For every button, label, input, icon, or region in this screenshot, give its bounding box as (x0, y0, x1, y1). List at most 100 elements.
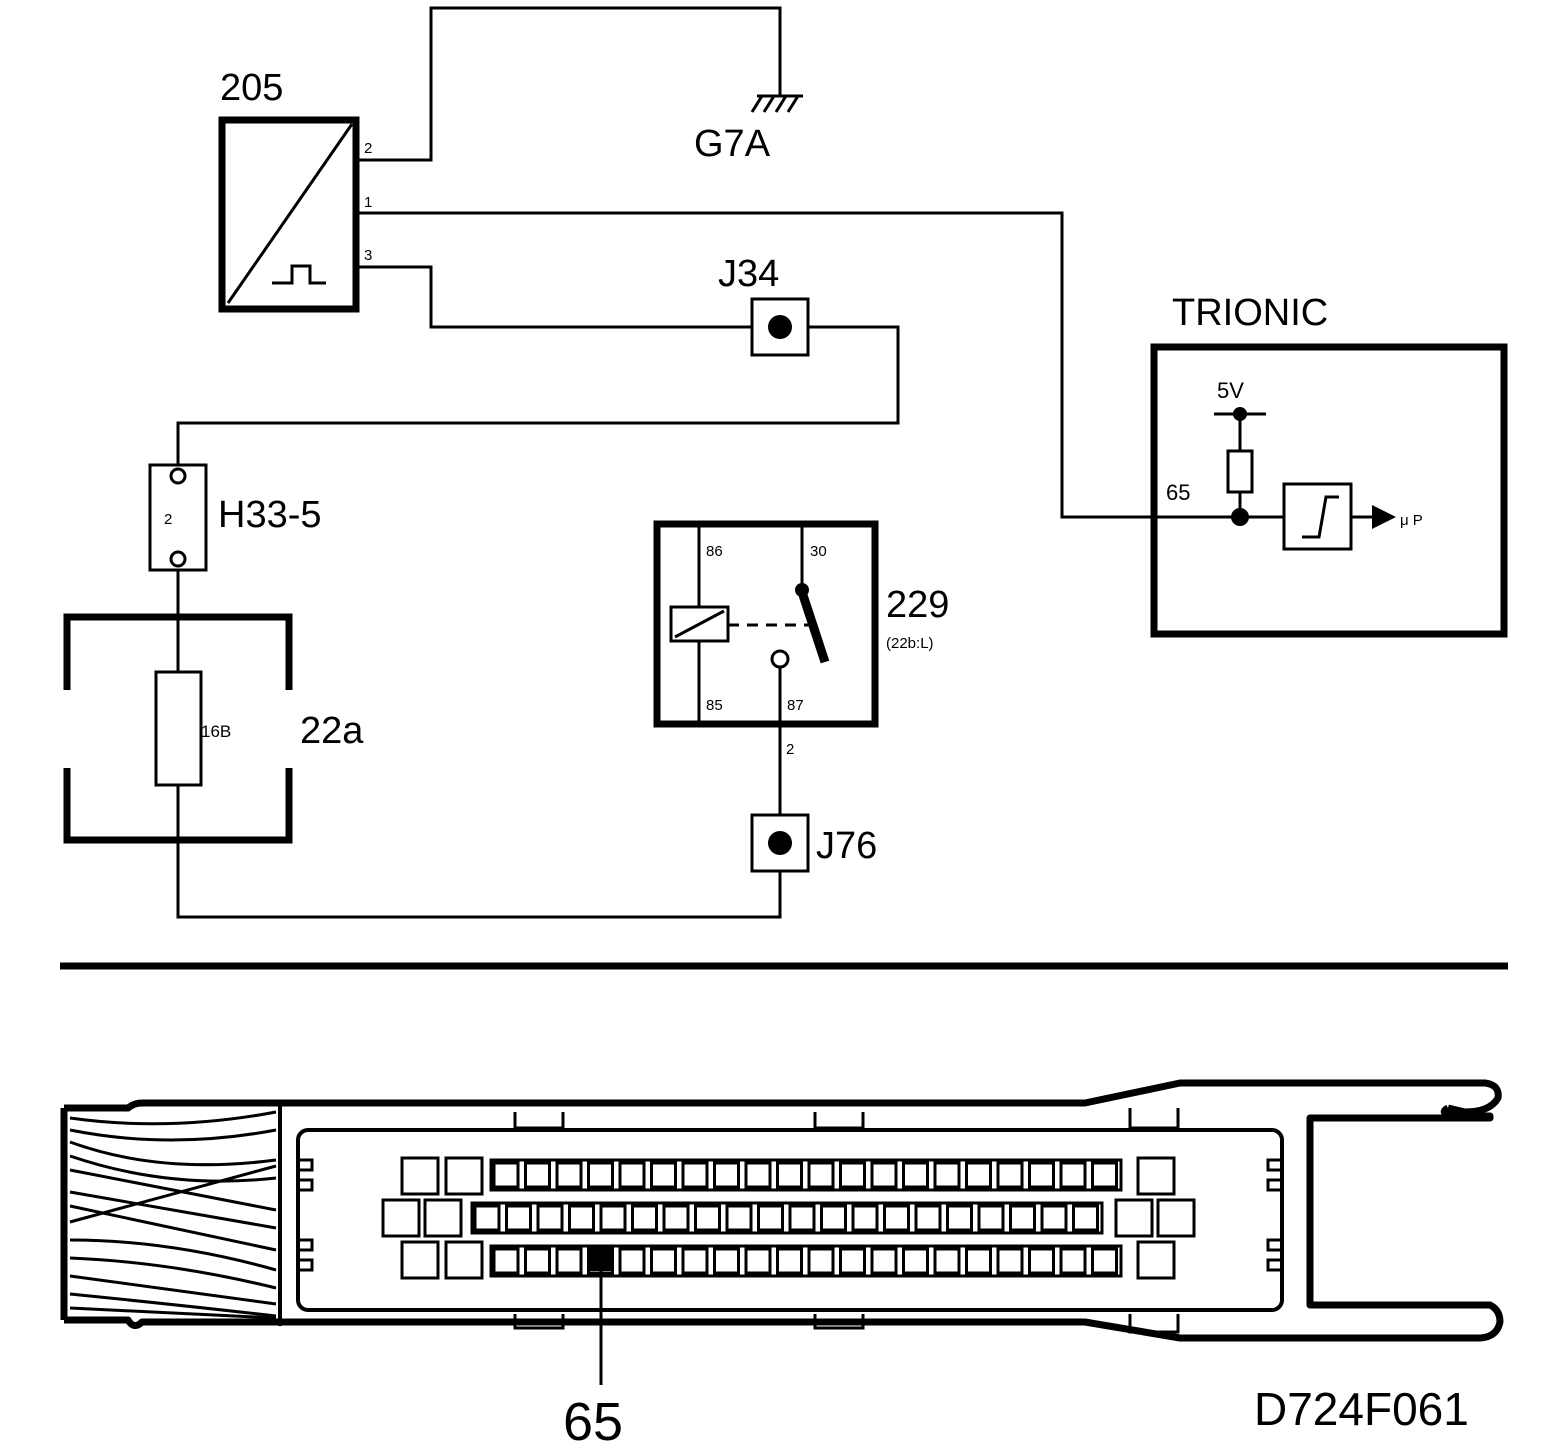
pin-cavity (662, 1204, 690, 1232)
pin-cavity (851, 1204, 879, 1232)
pin-cavity (681, 1161, 709, 1189)
pin-cavity (807, 1247, 835, 1275)
sensor-label: 205 (220, 67, 283, 109)
junction-j76-label: J76 (816, 825, 877, 867)
pin-cavity (1009, 1204, 1036, 1232)
pin-cavity (883, 1204, 910, 1232)
ground-symbol: G7A (694, 94, 803, 165)
pin-cavity (1040, 1204, 1068, 1232)
fuse-label: 16B (201, 722, 231, 741)
pin-row-frame (489, 1158, 1123, 1192)
callout-pin-label: 65 (563, 1392, 623, 1450)
pin-cavity (933, 1247, 961, 1275)
pin-cavity (914, 1204, 942, 1232)
connector-label: H33-5 (218, 494, 322, 536)
relay-out-pin: 2 (786, 741, 794, 758)
pin-cavity (996, 1247, 1024, 1275)
pin-cavity (744, 1247, 772, 1275)
connector-h33-5: 2 H33-5 (148, 463, 322, 572)
fuse-box-22a: 16B 22a (63, 613, 364, 844)
pin-cavity (870, 1247, 898, 1275)
pin-cavity (965, 1247, 992, 1275)
pin-cavity (1059, 1161, 1087, 1189)
pin-cavity (650, 1161, 677, 1189)
pin-rows (470, 1158, 1123, 1278)
pin-cavity (618, 1161, 646, 1189)
ecu-supply-label: 5V (1217, 378, 1244, 403)
pin-cavity (524, 1161, 551, 1189)
pin-cavity (555, 1247, 583, 1275)
relay-229: 86 30 85 87 2 229 (22b:L) (653, 520, 949, 758)
pin-cavity (599, 1204, 627, 1232)
pin-cavity (946, 1204, 973, 1232)
pin-cavity (902, 1161, 929, 1189)
connector-pin: 2 (164, 511, 172, 528)
pin-cavity (744, 1161, 772, 1189)
pin-cavity (820, 1204, 847, 1232)
pin-cavity (473, 1204, 501, 1232)
pin-cavity (1059, 1247, 1087, 1275)
pin-cavity (902, 1247, 929, 1275)
ecu-connector-view: 65 (60, 1079, 1504, 1450)
pin-cavity (839, 1247, 866, 1275)
pin-cavity (631, 1204, 658, 1232)
pin-cavity (1028, 1161, 1055, 1189)
pin-cavity (1091, 1247, 1118, 1275)
pin-cavity (536, 1204, 564, 1232)
pin-cavity (555, 1161, 583, 1189)
ecu-label: TRIONIC (1172, 292, 1328, 334)
ecu-pin-label: 65 (1166, 480, 1190, 505)
relay-pin-87: 87 (787, 697, 804, 714)
pin-cavity (933, 1161, 961, 1189)
ecu-trionic: TRIONIC 5V μ P 65 (1150, 292, 1508, 638)
pin-cavity (492, 1247, 520, 1275)
junction-j76: J76 (750, 813, 877, 873)
pin-cavity (681, 1247, 709, 1275)
relay-pin-85: 85 (706, 697, 723, 714)
relay-sublabel: (22b:L) (886, 635, 934, 652)
sensor-pin-3: 3 (364, 247, 372, 264)
pin-cavity (694, 1204, 721, 1232)
relay-pin-30: 30 (810, 543, 827, 560)
pin-cavity (568, 1204, 595, 1232)
pin-cavity (650, 1247, 677, 1275)
pin-cavity (1028, 1247, 1055, 1275)
pin-cavity (618, 1247, 646, 1275)
pin-cavity (587, 1161, 614, 1189)
fuse-box-label: 22a (300, 710, 364, 752)
pin-cavity (788, 1204, 816, 1232)
pin-cavity (757, 1204, 784, 1232)
pin-cavity (870, 1161, 898, 1189)
pin-cavity (839, 1161, 866, 1189)
ecu-output-label: μ P (1400, 512, 1423, 529)
callout-pin-marker (589, 1247, 613, 1271)
sensor-205: 205 2 1 3 (218, 67, 372, 313)
pin-cavity (492, 1161, 520, 1189)
junction-j34: J34 (718, 253, 810, 357)
pin-cavity (1072, 1204, 1099, 1232)
pin-row-frame (489, 1244, 1123, 1278)
sensor-pin-2: 2 (364, 140, 372, 157)
pin-cavity (713, 1161, 740, 1189)
pin-cavity (505, 1204, 532, 1232)
figure-code: D724F061 (1254, 1383, 1469, 1435)
pin-cavity (1091, 1161, 1118, 1189)
pin-cavity (725, 1204, 753, 1232)
pin-cavity (713, 1247, 740, 1275)
pin-cavity (776, 1247, 803, 1275)
ground-label: G7A (694, 123, 771, 165)
cable-bundle (69, 1110, 277, 1320)
relay-pin-86: 86 (706, 543, 723, 560)
pin-cavity (977, 1204, 1005, 1232)
pin-cavity (807, 1161, 835, 1189)
pin-row-frame (470, 1201, 1104, 1235)
pin-cavity (965, 1161, 992, 1189)
pin-cavity (776, 1161, 803, 1189)
junction-j34-label: J34 (718, 253, 779, 295)
pin-cavity (996, 1161, 1024, 1189)
pin-cavity (524, 1247, 551, 1275)
sensor-pin-1: 1 (364, 194, 372, 211)
side-cavities (381, 1156, 1196, 1280)
relay-label: 229 (886, 584, 949, 626)
